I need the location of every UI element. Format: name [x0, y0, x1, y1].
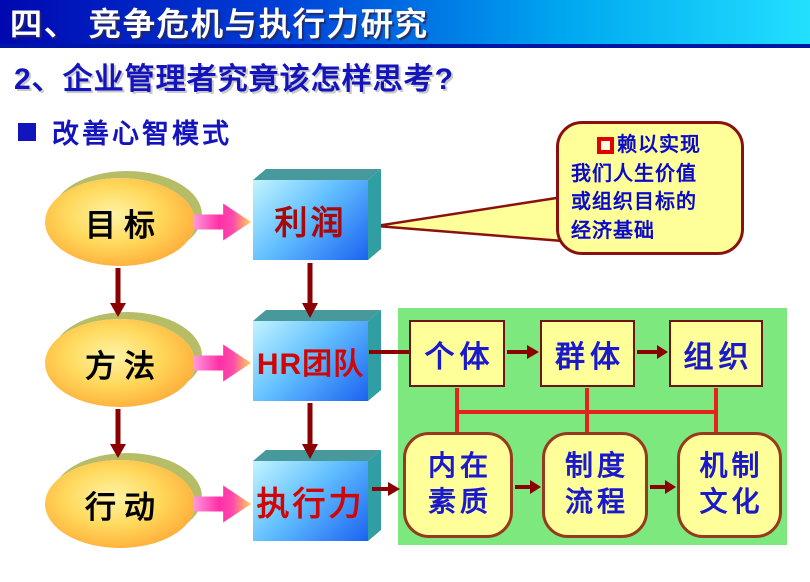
- panel-box-label: 文化: [699, 487, 764, 518]
- slide-title: 四、 竞争危机与执行力研究: [10, 6, 429, 42]
- panel-box-inner-quality: 内在 素质: [403, 432, 513, 538]
- stage-label: 方法: [85, 348, 163, 384]
- panel-box-system-process: 制度 流程: [542, 432, 648, 538]
- panel-box-individual: 个体: [409, 320, 505, 387]
- stage-label: 目标: [85, 207, 163, 243]
- panel-box-label: 流程: [564, 487, 629, 518]
- panel-box-group: 群体: [540, 320, 635, 387]
- callout-bubble: 赖以实现 我们人生价值 或组织目标的 经济基础: [556, 121, 744, 255]
- stage-label: 行动: [85, 489, 163, 525]
- red-square-bullet-icon: [597, 136, 614, 154]
- section-bullet-row: 改善心智模式: [18, 112, 232, 151]
- callout-line: 赖以实现: [571, 131, 733, 160]
- box-profit: 利润: [253, 180, 368, 260]
- panel-box-label: 群体: [555, 340, 625, 374]
- panel-box-label: 组织: [683, 340, 754, 374]
- box-label: HR团队: [256, 348, 365, 381]
- callout-line: 我们人生价值: [571, 162, 697, 185]
- box-execution: 执行力: [253, 461, 368, 541]
- square-bullet-icon: [18, 122, 36, 141]
- panel-box-label: 机制: [699, 450, 764, 482]
- callout-line: 经济基础: [571, 219, 655, 242]
- box-hr-team: HR团队: [253, 321, 368, 401]
- panel-box-mechanism-culture: 机制 文化: [677, 432, 782, 538]
- box-label: 执行力: [256, 485, 365, 522]
- callout-text: 赖以实现: [617, 134, 701, 156]
- stage-ellipse-goal: 目标: [45, 178, 195, 266]
- panel-box-label: 制度: [564, 450, 629, 482]
- box-label: 利润: [274, 204, 347, 241]
- callout-tail: [375, 195, 565, 243]
- stage-ellipse-action: 行动: [45, 460, 195, 548]
- section-label: 改善心智模式: [52, 119, 232, 149]
- stage-ellipse-method: 方法: [45, 319, 195, 407]
- pink-arrow-icon: [193, 344, 251, 382]
- title-banner: 四、 竞争危机与执行力研究: [0, 0, 810, 48]
- panel-box-organization: 组织: [669, 320, 763, 387]
- panel-box-label: 个体: [424, 340, 495, 374]
- pink-arrow-icon: [193, 203, 251, 241]
- pink-arrow-icon: [193, 485, 251, 523]
- panel-box-label: 内在: [427, 450, 492, 482]
- panel-box-label: 素质: [427, 487, 492, 518]
- slide-subtitle: 2、企业管理者究竟该怎样思考?: [14, 63, 455, 96]
- callout-line: 或组织目标的: [571, 191, 697, 214]
